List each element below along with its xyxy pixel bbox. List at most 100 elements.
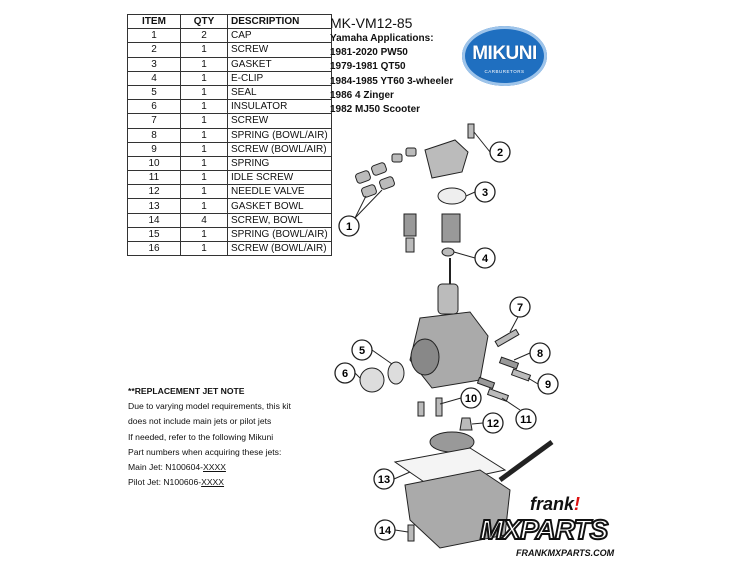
frank-logo-bang: ! xyxy=(574,494,581,514)
jet-note-line: Due to varying model requirements, this … xyxy=(128,401,291,412)
callout-circle xyxy=(482,412,504,434)
slide-part xyxy=(437,283,459,315)
pilot-jet: Pilot Jet: N100606-XXXX xyxy=(128,475,291,490)
header-description: DESCRIPTION xyxy=(227,13,332,30)
qty-cell: 1 xyxy=(180,198,228,214)
applications-heading: Yamaha Applications: xyxy=(330,33,434,44)
spring-part xyxy=(476,376,496,390)
pilot-jet-suffix: XXXX xyxy=(201,477,225,488)
callout-number: 14 xyxy=(379,525,392,537)
applications: MK-VM12-85 Yamaha Applications: 1981-202… xyxy=(330,14,453,117)
application-item: 1982 MJ50 Scooter xyxy=(330,104,421,116)
qty-cell: 1 xyxy=(180,226,228,243)
main-jet-suffix: XXXX xyxy=(203,462,226,473)
jet-note-line: Part numbers when acquiring these jets: xyxy=(128,446,282,457)
callout-number: 4 xyxy=(482,253,489,265)
fitting-part xyxy=(391,153,403,163)
jet-part xyxy=(417,401,425,417)
cap-part xyxy=(355,170,371,184)
cap-part xyxy=(361,184,377,198)
application-item: 1979-1981 QT50 xyxy=(330,61,406,73)
callout-circle xyxy=(334,362,356,384)
callout-10: 10 xyxy=(460,387,482,409)
seal-part xyxy=(387,361,405,385)
jet-note: **REPLACEMENT JET NOTE Due to varying mo… xyxy=(128,384,291,490)
model-number: MK-VM12-85 xyxy=(330,15,413,31)
spring-part xyxy=(498,356,520,370)
jet-note-line: does not include main jets or pilot jets xyxy=(128,416,272,427)
callout-number: 6 xyxy=(342,368,348,380)
callout-1: 1 xyxy=(338,215,360,237)
callout-13: 13 xyxy=(373,468,395,490)
idle-screw-part xyxy=(486,388,510,402)
gasket-part xyxy=(437,187,467,205)
jet-note-line: If needed, refer to the following Mikuni xyxy=(128,431,274,442)
callout-circle xyxy=(373,468,395,490)
qty-cell: 1 xyxy=(180,56,228,72)
callout-circle xyxy=(474,181,496,203)
callout-number: 7 xyxy=(517,302,523,314)
callout-number: 5 xyxy=(359,345,365,357)
description-cell: GASKET BOWL xyxy=(227,198,332,214)
main-jet-label: Main Jet: N100604- xyxy=(128,462,203,473)
qty-cell: 1 xyxy=(180,155,228,172)
fitting-part xyxy=(405,147,417,157)
qty-cell: 1 xyxy=(180,70,228,86)
description-cell: SPRING xyxy=(227,155,332,172)
callout-2: 2 xyxy=(489,141,511,163)
screw-part xyxy=(407,524,415,542)
float-bowl-part xyxy=(404,469,511,549)
description-cell: SPRING (BOWL/AIR) xyxy=(227,226,332,243)
bowl-gasket-part xyxy=(393,447,507,487)
description-cell: NEEDLE VALVE xyxy=(227,184,332,200)
mikuni-logo: MIKUNI CARBURETORS xyxy=(462,26,547,86)
qty-cell: 4 xyxy=(180,212,228,228)
qty-cell: 1 xyxy=(180,113,228,129)
cap-part xyxy=(371,162,387,176)
item-cell: 12 xyxy=(127,184,181,200)
callout-3: 3 xyxy=(474,181,496,203)
callout-circle xyxy=(489,141,511,163)
callout-circle xyxy=(351,339,373,361)
callout-number: 2 xyxy=(497,147,503,159)
callout-number: 8 xyxy=(537,348,543,360)
mikuni-logo-subtext: CARBURETORS xyxy=(484,69,525,74)
callout-6: 6 xyxy=(334,362,356,384)
top-cover-part xyxy=(424,139,469,179)
pilot-jet-label: Pilot Jet: N100606- xyxy=(128,477,202,488)
callout-11: 11 xyxy=(515,408,537,430)
qty-cell: 1 xyxy=(180,170,228,186)
callout-circle xyxy=(474,247,496,269)
frank-logo-main: MXPARTS xyxy=(479,514,609,546)
insulator-part xyxy=(359,367,385,393)
description-cell: IDLE SCREW xyxy=(227,170,332,186)
spring-part xyxy=(441,213,461,243)
callout-number: 12 xyxy=(487,418,499,430)
mikuni-logo-text: MIKUNI xyxy=(472,43,537,64)
callout-8: 8 xyxy=(529,342,551,364)
callout-circle xyxy=(515,408,537,430)
frank-logo-top: frank! xyxy=(530,494,580,514)
application-item: 1986 4 Zinger xyxy=(330,89,394,101)
callout-circle xyxy=(537,373,559,395)
jet-note-title: **REPLACEMENT JET NOTE xyxy=(128,386,245,396)
qty-cell: 1 xyxy=(180,127,228,143)
application-item: 1981-2020 PW50 xyxy=(330,47,408,59)
frank-mxparts-logo: frank! MXPARTS FRANKMXPARTS.COM xyxy=(478,494,728,562)
frank-logo-word: frank xyxy=(530,494,575,514)
callout-number: 1 xyxy=(346,221,352,233)
callout-circle xyxy=(374,519,396,541)
header-qty: QTY xyxy=(180,13,228,30)
